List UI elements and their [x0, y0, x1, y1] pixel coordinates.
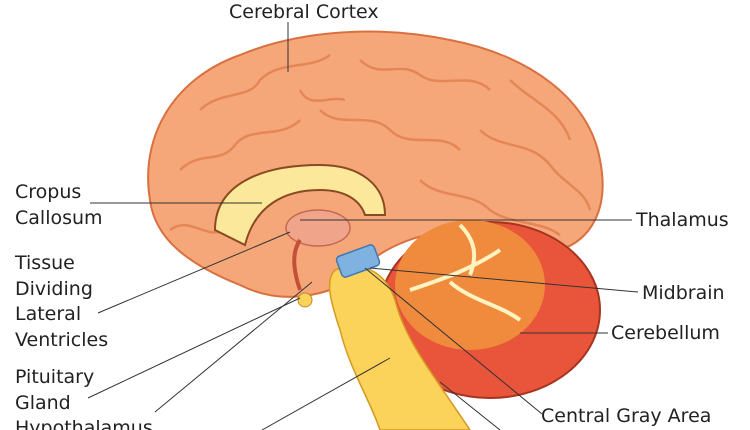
- cerebellum: [379, 220, 601, 399]
- thalamus: [285, 209, 351, 247]
- label-line: Gland: [15, 391, 71, 414]
- label-line: Cropus: [15, 181, 82, 203]
- corpus-callosum: [213, 163, 387, 247]
- label-line: Callosum: [15, 206, 103, 229]
- label-line: Ventricles: [15, 328, 109, 351]
- label-hypothalamus: Hypothalamus: [15, 417, 153, 430]
- label-central-gray-area: Central Gray Area: [541, 405, 712, 427]
- cortex-gyri: [169, 53, 592, 237]
- pituitary-gland: [297, 292, 313, 308]
- label-pituitary-gland: Pituitary Gland: [15, 365, 94, 416]
- leader-lines: [87, 22, 639, 430]
- label-line: Lateral: [15, 303, 82, 325]
- label-thalamus: Thalamus: [636, 209, 729, 231]
- label-line: Dividing: [15, 277, 93, 300]
- label-line: Tissue: [15, 252, 75, 274]
- midbrain: [335, 244, 381, 278]
- hypothalamus: [292, 238, 302, 291]
- label-corpus-callosum: Cropus Callosum: [15, 180, 103, 231]
- label-cerebellum: Cerebellum: [611, 322, 720, 344]
- label-tissue-dividing-lateral-ventricles: Tissue Dividing Lateral Ventricles: [15, 251, 108, 353]
- label-midbrain: Midbrain: [642, 282, 725, 304]
- label-line: Pituitary: [15, 366, 95, 388]
- label-cerebral-cortex: Cerebral Cortex: [229, 1, 379, 23]
